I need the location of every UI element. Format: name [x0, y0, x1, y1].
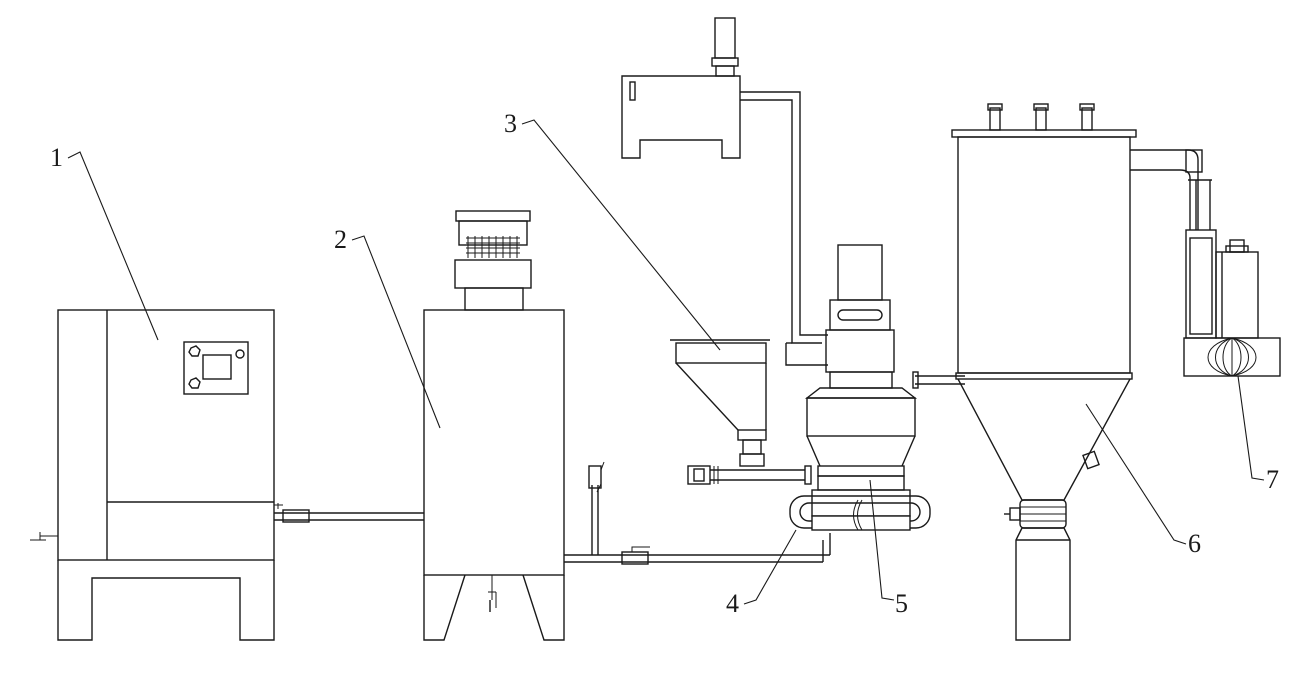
draft-fan [1183, 229, 1281, 377]
grinding-mill [804, 244, 965, 517]
callout-5: 5 [869, 479, 908, 618]
storage-tank [423, 210, 565, 641]
control-cabinet [30, 309, 310, 641]
exhaust-duct [1130, 149, 1212, 230]
callout-2: 2 [334, 225, 441, 429]
callout-6: 6 [1085, 403, 1201, 558]
callout-label-2: 2 [334, 225, 347, 254]
connecting-pipe-1-2 [274, 512, 424, 521]
callout-label-7: 7 [1266, 465, 1279, 494]
callout-label-1: 1 [50, 143, 63, 172]
top-collector-unit [621, 17, 828, 366]
callout-label-3: 3 [504, 109, 517, 138]
callout-label-5: 5 [895, 589, 908, 618]
cooling-jacket [789, 495, 931, 531]
cyclone-collector [951, 103, 1137, 641]
connecting-pipe-2-5 [564, 461, 831, 565]
callout-4: 4 [726, 529, 797, 618]
callout-label-6: 6 [1188, 529, 1201, 558]
callout-label-4: 4 [726, 589, 739, 618]
callout-3: 3 [504, 109, 721, 351]
callout-1: 1 [50, 143, 159, 341]
callout-7: 7 [1237, 375, 1279, 494]
feed-hopper [670, 339, 812, 485]
